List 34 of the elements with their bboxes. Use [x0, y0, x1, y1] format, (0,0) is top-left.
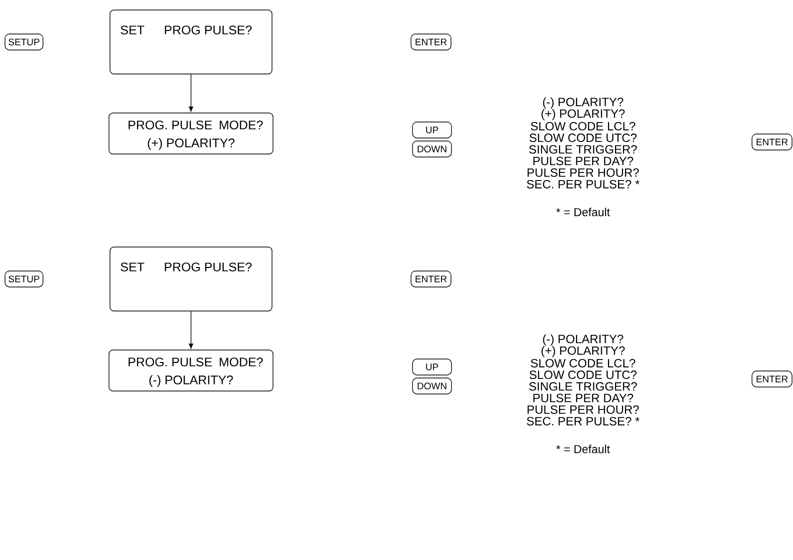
menu-option: PULSE PER DAY?	[533, 156, 634, 166]
menu-option: SEC. PER PULSE? *	[526, 416, 640, 426]
up-button: UP	[412, 358, 452, 376]
menu-option: SINGLE TRIGGER?	[529, 382, 637, 391]
display-box: SET PROG PULSE?	[110, 246, 272, 312]
enter-button: ENTER	[410, 34, 452, 50]
arrow	[188, 74, 194, 112]
up-button: UP	[412, 122, 452, 138]
enter-button: ENTER	[752, 134, 792, 150]
menu-option: PULSE PER HOUR?	[528, 168, 639, 177]
down-button: DOWN	[412, 140, 452, 158]
display-box: SET PROG PULSE?	[110, 10, 272, 74]
menu-option: PULSE PER DAY?	[533, 394, 634, 402]
display-box: PROG. PULSE MODE? (-) POLARITY?	[108, 350, 274, 392]
menu-option: (-) POLARITY?	[543, 334, 624, 346]
menu-option: SLOW CODE LCL?	[530, 358, 636, 368]
down-button: DOWN	[412, 378, 452, 394]
menu-option: SINGLE TRIGGER?	[529, 145, 637, 154]
menu-option: SLOW CODE UTC?	[530, 370, 637, 380]
arrow	[188, 311, 194, 349]
menu-option: PULSE PER HOUR?	[528, 405, 639, 414]
enter-button: ENTER	[752, 370, 792, 388]
setup-button: SETUP	[4, 270, 44, 288]
menu-option: SLOW CODE UTC?	[530, 134, 637, 142]
note: * = Default	[556, 208, 610, 216]
note: * = Default	[556, 444, 610, 454]
display-box: PROG. PULSE MODE? (+) POLARITY?	[108, 112, 274, 154]
menu-option: (+) POLARITY?	[542, 346, 625, 358]
menu-option: (+) POLARITY?	[542, 109, 625, 120]
menu-option: (-) POLARITY?	[543, 97, 624, 109]
setup-button: SETUP	[4, 34, 44, 50]
menu-option: SEC. PER PULSE? *	[526, 180, 640, 188]
enter-button: ENTER	[410, 270, 452, 288]
menu-option: SLOW CODE LCL?	[530, 122, 636, 130]
